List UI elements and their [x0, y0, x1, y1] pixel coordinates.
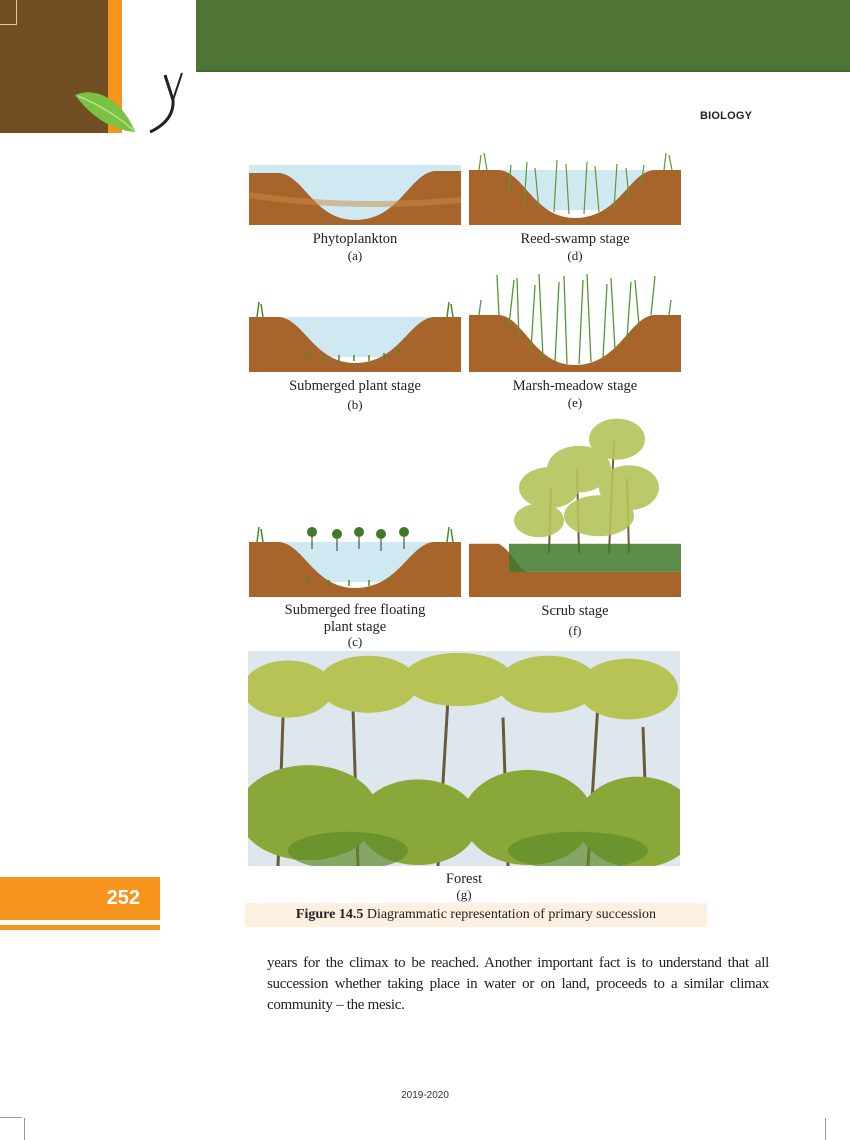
panel-marsh-meadow-illustration	[469, 270, 681, 372]
panel-e-letter: (e)	[567, 395, 583, 410]
header-green-banner	[196, 0, 850, 72]
figure-caption-text: Diagrammatic representation of primary s…	[366, 907, 657, 922]
panel-d-label: Reed-swamp stage	[520, 231, 630, 247]
panel-b-letter: (b)	[347, 397, 363, 412]
subject-label: BIOLOGY	[700, 110, 753, 122]
panel-f-label: Scrub stage	[541, 603, 609, 619]
panel-reed-swamp-illustration	[469, 150, 681, 225]
panel-c-label-line2: plant stage	[323, 619, 387, 635]
panel-phytoplankton-illustration	[249, 165, 461, 225]
leaf-logo-icon	[75, 72, 183, 134]
figure-number: Figure 14.5	[295, 907, 364, 922]
panel-d-letter: (d)	[567, 248, 583, 263]
footer-year: 2019-2020	[401, 1090, 449, 1101]
crop-mark	[0, 0, 17, 25]
panel-g-letter: (g)	[456, 887, 472, 902]
panel-a-label: Phytoplankton	[312, 231, 398, 247]
page-number: 252	[106, 887, 140, 909]
header-orange-strip	[108, 0, 122, 133]
panel-e-label: Marsh-meadow stage	[512, 378, 638, 394]
page-number-stripe	[0, 925, 160, 930]
panel-scrub-illustration	[469, 413, 681, 597]
panel-a-letter: (a)	[347, 248, 363, 263]
panel-b-label: Submerged plant stage	[289, 378, 421, 394]
panel-f-letter: (f)	[568, 623, 582, 638]
page-number-box	[0, 877, 160, 920]
panel-c-letter: (c)	[347, 634, 363, 649]
panel-g-label: Forest	[445, 871, 483, 887]
crop-mark	[24, 1118, 25, 1140]
figure-caption: Figure 14.5 Diagrammatic representation …	[245, 903, 707, 927]
panel-submerged-plant-illustration	[249, 295, 461, 372]
panel-free-floating-illustration	[249, 520, 461, 597]
crop-mark	[825, 1118, 826, 1140]
panel-c-label: Submerged free floating	[284, 602, 426, 618]
body-text: years for the climax to be reached. Anot…	[267, 955, 769, 1013]
crop-mark	[0, 1117, 22, 1118]
body-paragraph: years for the climax to be reached. Anot…	[267, 953, 769, 1016]
panel-forest-illustration	[248, 651, 680, 866]
